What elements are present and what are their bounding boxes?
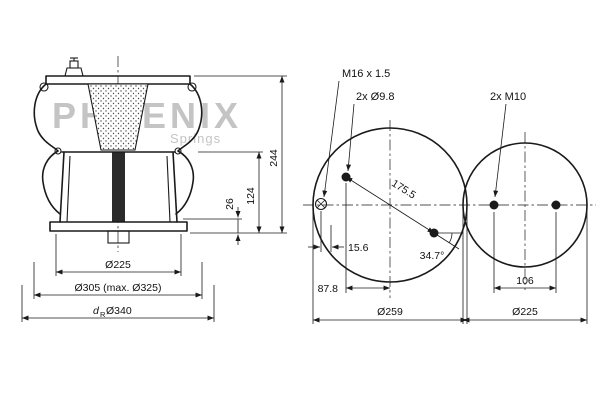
dimension-offset: 15.6 — [308, 211, 369, 254]
bead-ring-right — [187, 82, 197, 92]
plate-outline — [312, 127, 468, 283]
valve-stud — [69, 60, 79, 69]
dimension-dia-225-bottom: Ø225 — [462, 212, 588, 324]
air-valve — [64, 57, 84, 77]
watermark: PHOENIX Springs — [52, 95, 242, 146]
dim-dia-design-prefix: d — [93, 305, 100, 317]
center-bolt — [112, 152, 125, 222]
stud-hole — [551, 200, 561, 210]
top-view: M16 x 1.5 2x Ø9.8 175.5 34.7° 15.6 87.8 — [303, 68, 596, 324]
dim-height-piston: 124 — [245, 187, 257, 205]
dimension-hole-spacing: 106 — [493, 212, 557, 293]
dim-dia-bottom-view: Ø225 — [512, 306, 538, 318]
leader-line — [346, 103, 355, 172]
piston-side — [172, 151, 178, 223]
dimension-angle: 34.7° — [420, 232, 463, 262]
dimension-dia-259: Ø259 — [312, 212, 468, 324]
angle-extension-line — [433, 232, 460, 250]
dimension-heights: 244 124 26 — [183, 75, 287, 245]
dimension-dia-305: Ø305 (max. Ø325) — [33, 262, 203, 299]
x-mark-icon — [316, 199, 326, 209]
side-view: Ø225 Ø305 (max. Ø325) d R Ø340 244 124 — [21, 56, 287, 322]
piston-inner-wall — [66, 155, 71, 223]
piston — [59, 151, 178, 223]
watermark-sub-text: Springs — [170, 131, 221, 146]
air-inlet-circle — [314, 197, 328, 211]
watermark-brand-text: PHOENIX — [52, 95, 242, 136]
angle-arc — [448, 232, 453, 243]
dimension-half-spacing: 87.8 — [318, 183, 390, 295]
bellows-outline-left — [33, 83, 61, 215]
bellows-outline-right — [175, 83, 203, 215]
dim-bolt-spacing: 175.5 — [389, 177, 418, 201]
piston-inner-wall — [166, 155, 171, 223]
dim-dia-design: Ø340 — [106, 305, 132, 317]
girdle-ring-right — [174, 147, 182, 155]
dimension-dia-225: Ø225 — [55, 234, 182, 276]
rubber-bumper — [87, 83, 149, 151]
bead-ring-left — [39, 82, 49, 92]
dim-offset: 15.6 — [348, 242, 369, 254]
stud-hole — [489, 200, 499, 210]
dimension-dia-340: d R Ø340 — [21, 285, 215, 322]
dim-height-total: 244 — [268, 149, 280, 167]
dimension-line — [345, 176, 435, 234]
leader-line — [493, 103, 507, 198]
valve-nut — [64, 67, 84, 77]
dim-dia-design-subscript: R — [100, 310, 106, 319]
piston-side — [59, 151, 65, 223]
dim-hole-spacing: 106 — [516, 275, 534, 287]
dim-half-spacing: 87.8 — [318, 283, 339, 295]
label-bolt-holes: 2x Ø9.8 — [356, 91, 395, 103]
label-stud-holes: 2x M10 — [490, 91, 526, 103]
label-thread: M16 x 1.5 — [342, 68, 390, 80]
dim-angle: 34.7° — [420, 250, 445, 262]
girdle-ring-left — [54, 147, 62, 155]
bottom-plate — [49, 221, 188, 232]
dim-dia-plate: Ø225 — [105, 259, 131, 271]
dim-dia-bellows: Ø305 (max. Ø325) — [75, 282, 162, 294]
dim-height-small: 26 — [224, 198, 236, 210]
bottom-plate-view: 2x M10 106 Ø225 — [462, 91, 588, 324]
plate-outline — [462, 142, 588, 268]
leader-line — [322, 80, 340, 198]
dim-dia-top-view: Ø259 — [377, 306, 403, 318]
bottom-stud — [107, 230, 130, 244]
air-inlet-hole — [314, 197, 328, 211]
